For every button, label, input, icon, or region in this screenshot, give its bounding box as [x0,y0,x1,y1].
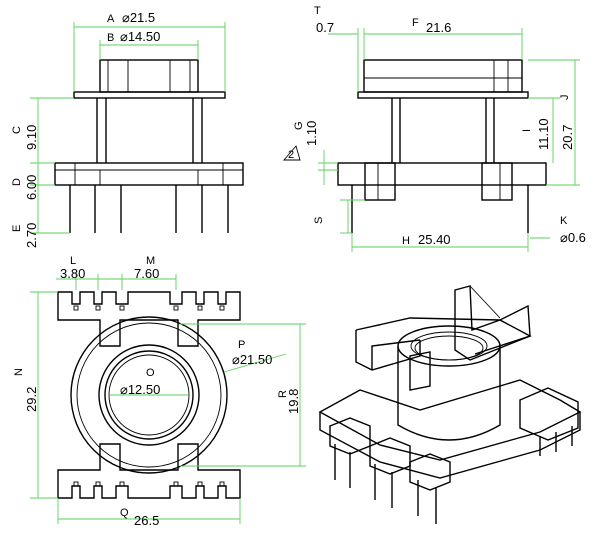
dim-l-value: 3.80 [60,266,85,281]
dim-f-value: 21.6 [426,20,451,35]
dim-a-value: ⌀21.5 [122,10,155,25]
isometric-view [318,285,582,524]
dim-p-value: ⌀21.50 [232,352,272,367]
dim-c-value: 9.10 [24,125,39,150]
dim-p-tag: P [238,339,245,351]
dim-m-value: 7.60 [134,266,159,281]
front-pins [69,185,229,233]
dim-d-value: 6.00 [24,175,39,200]
dim-t-tag: T [314,5,321,17]
dim-o-value: ⌀12.50 [120,382,160,397]
dim-i-value: 11.10 [536,118,551,150]
side-view: 2 T 0.7 F 21.6 G 1.10 I 11.10 J 20.7 S H… [283,5,586,252]
dim-n-tag: N [13,368,25,376]
dim-o-tag: O [146,367,155,379]
dim-k-tag: K [560,215,568,227]
dim-c-tag: C [11,126,23,134]
iso-pins [334,426,573,524]
dim-g-tag: G [293,121,305,130]
dim-e-value: 2.70 [24,223,39,248]
dim-q-tag: Q [120,507,129,519]
dim-b-tag: B [107,32,114,44]
dim-r-tag: R [277,390,289,398]
dim-n-value: 29.2 [24,387,39,412]
dim-i-tag: I [521,129,533,132]
dim-m-tag: M [146,255,155,267]
dim-j-tag: J [559,95,571,101]
dim-r-value: 19.8 [286,389,301,414]
dim-d-tag: D [11,178,23,186]
dim-h-value: 25.40 [418,232,451,247]
dim-s-tag: S [313,217,325,224]
top-pin-holes [73,305,225,487]
dim-l-tag: L [70,255,76,267]
dim-q-value: 26.5 [134,513,159,528]
dim-t-value: 0.7 [316,20,334,35]
front-view: A ⌀21.5 B ⌀14.50 C 9.10 D 6.00 E 2.70 [11,10,244,248]
dim-e-tag: E [11,225,23,232]
dim-a-tag: A [107,13,115,25]
dim-h-tag: H [402,235,410,247]
top-view: L 3.80 M 7.60 N 29.2 O ⌀12.50 P ⌀21.50 R… [13,255,306,528]
dim-j-value: 20.7 [560,125,575,150]
dim-b-value: ⌀14.50 [120,29,160,44]
dim-k-value: ⌀0.6 [560,230,586,245]
dim-f-tag: F [412,17,419,29]
dim-g-value: 1.10 [304,121,319,146]
note-marker: 2 [288,149,294,161]
